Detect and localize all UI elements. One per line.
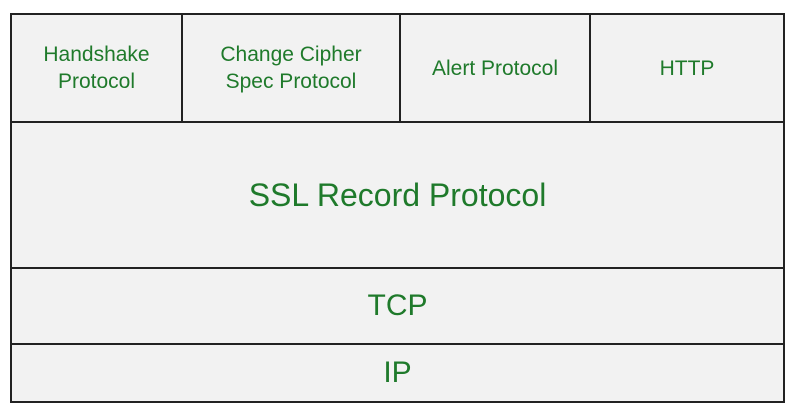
ip-layer: IP bbox=[12, 345, 783, 401]
handshake-protocol-box: Handshake Protocol bbox=[12, 15, 183, 121]
handshake-protocol-label: Handshake Protocol bbox=[43, 43, 150, 93]
alert-protocol-box: Alert Protocol bbox=[401, 15, 591, 121]
change-cipher-spec-protocol-label: Change Cipher Spec Protocol bbox=[220, 43, 362, 93]
ssl-record-protocol-label: SSL Record Protocol bbox=[248, 176, 547, 213]
http-box: HTTP bbox=[591, 15, 783, 121]
change-cipher-spec-protocol-box: Change Cipher Spec Protocol bbox=[183, 15, 401, 121]
alert-protocol-label: Alert Protocol bbox=[431, 56, 559, 80]
application-layer-row: Handshake Protocol Change Cipher Spec Pr… bbox=[12, 15, 783, 123]
tcp-label: TCP bbox=[367, 289, 428, 322]
tcp-layer: TCP bbox=[12, 269, 783, 345]
ssl-protocol-stack-diagram: Handshake Protocol Change Cipher Spec Pr… bbox=[10, 13, 785, 403]
ip-label: IP bbox=[383, 356, 412, 389]
http-label: HTTP bbox=[659, 56, 715, 80]
ssl-record-protocol-layer: SSL Record Protocol bbox=[12, 123, 783, 269]
